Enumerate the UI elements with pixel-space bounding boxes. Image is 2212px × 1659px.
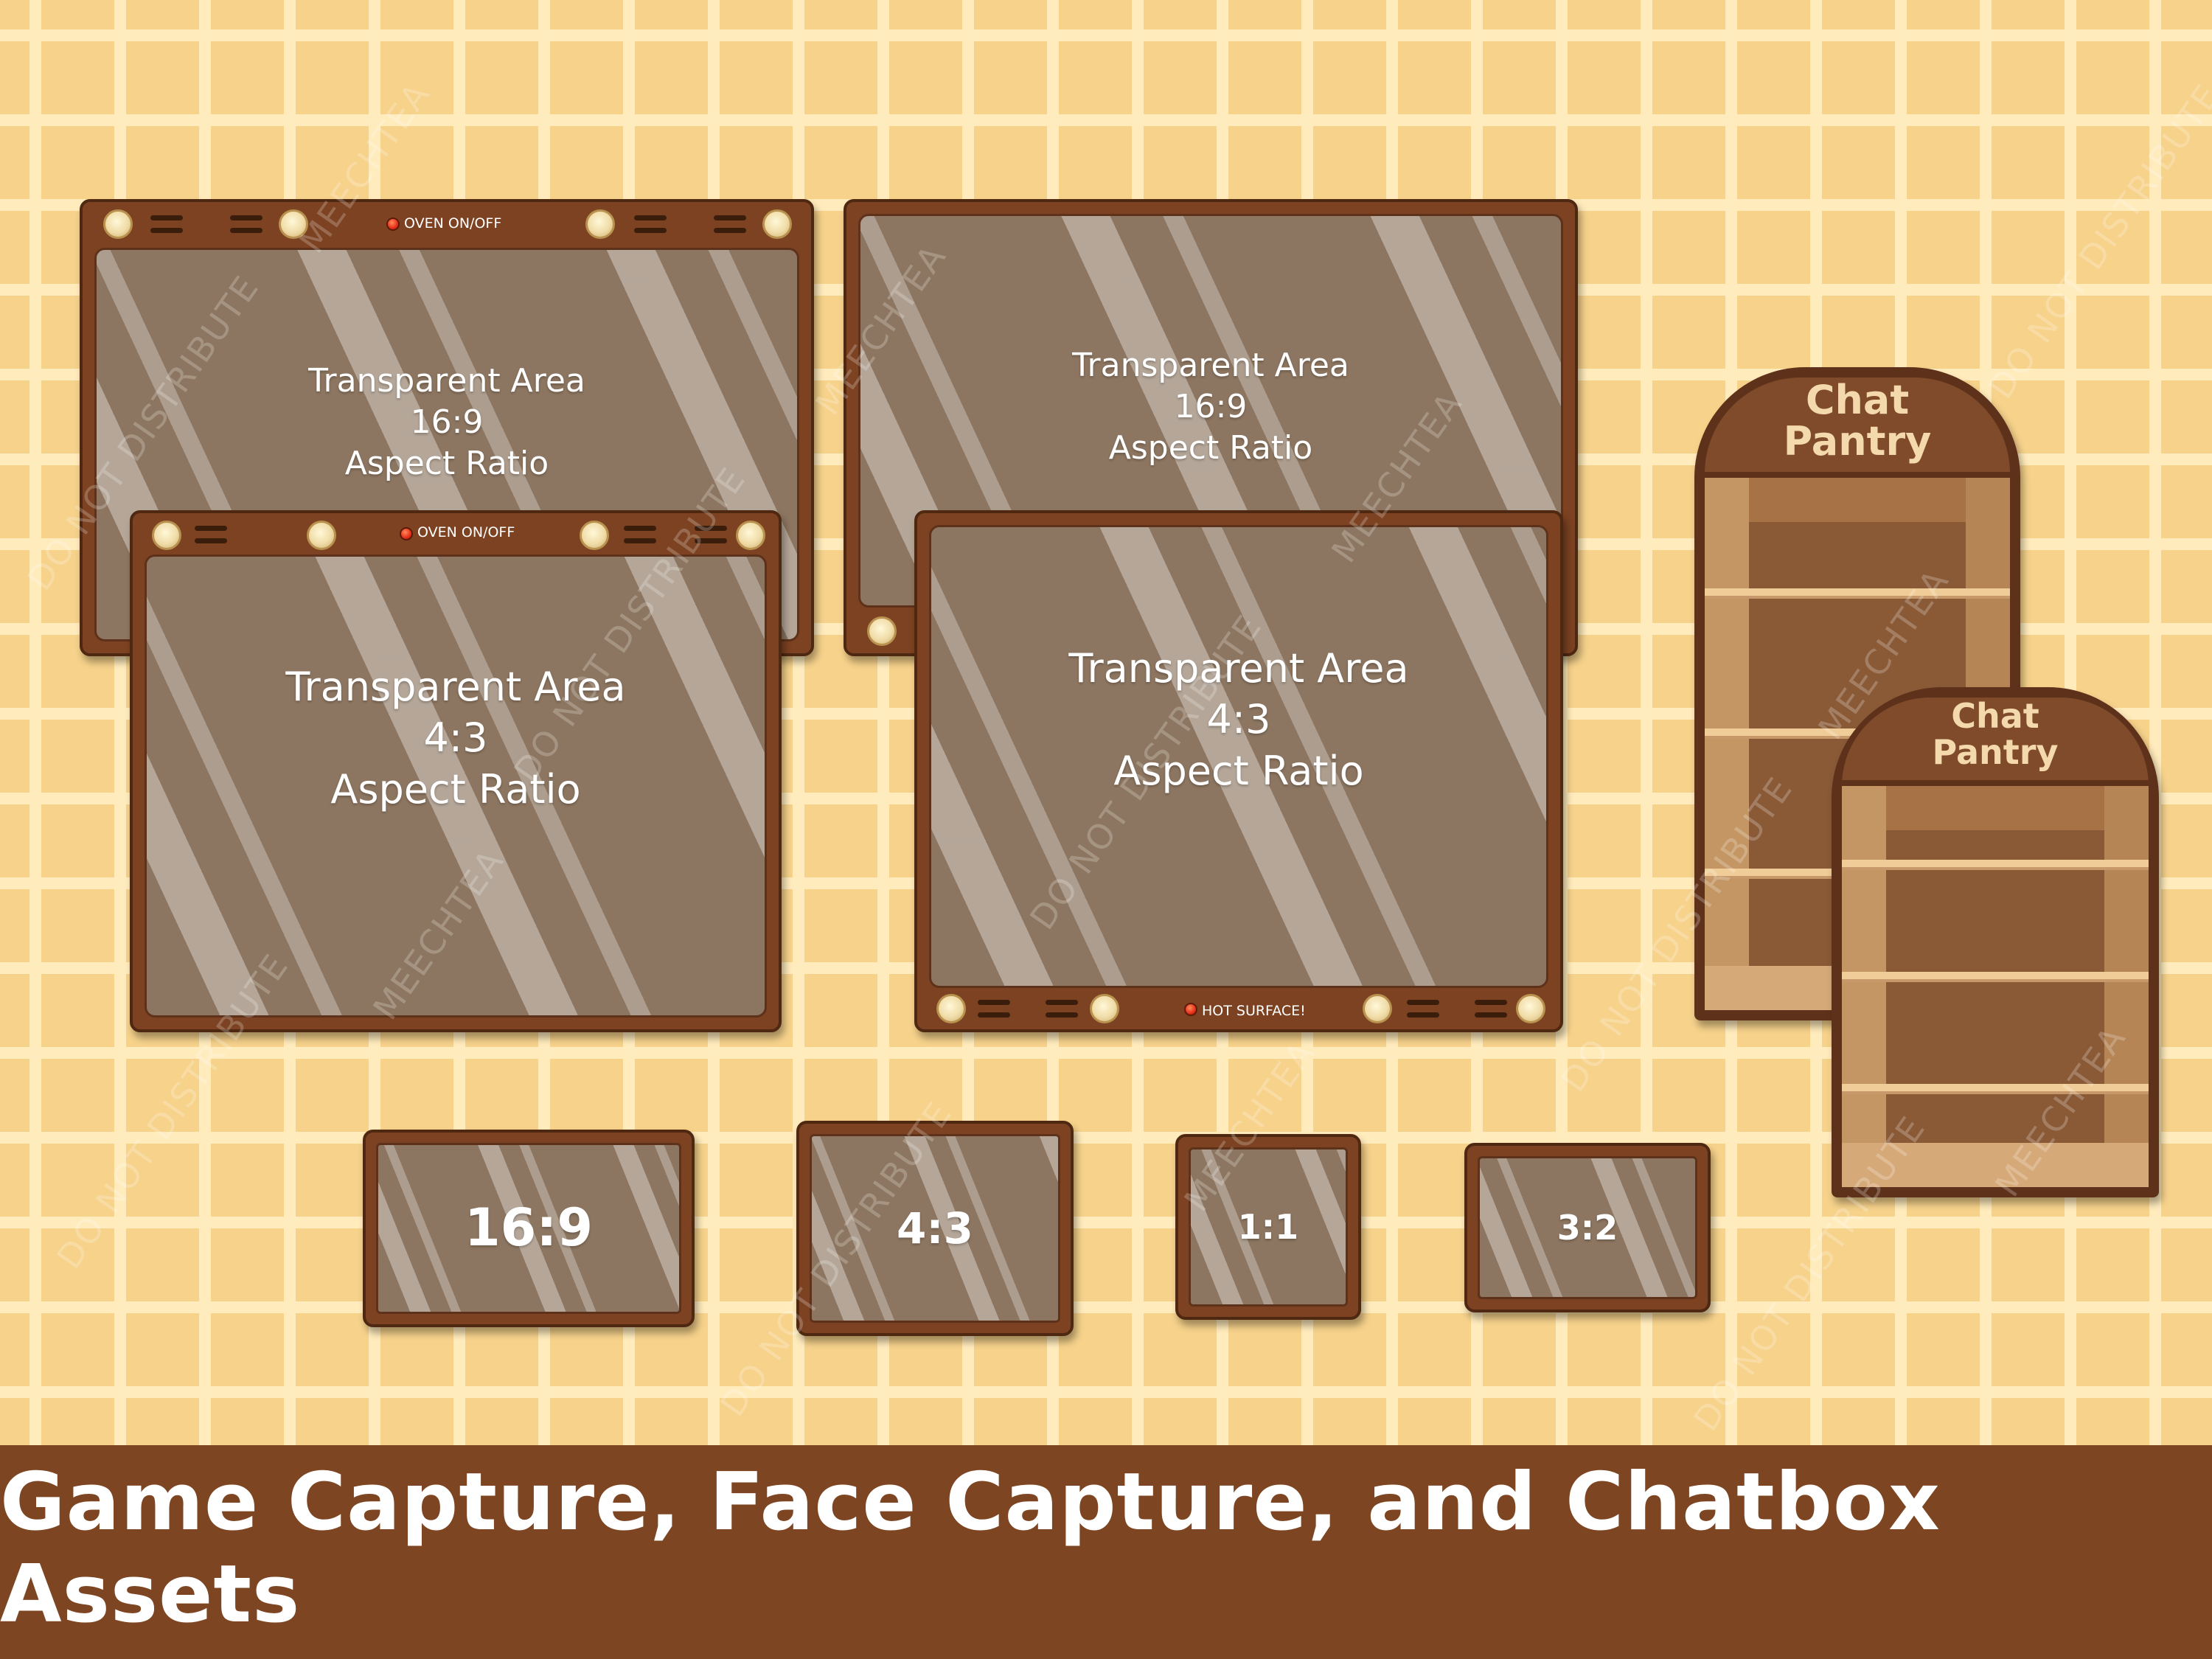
knob-icon	[736, 521, 765, 550]
knob-icon	[936, 994, 966, 1023]
aspect-label: Aspect Ratio	[1108, 429, 1313, 467]
vent-icon	[150, 215, 183, 233]
area-label: Transparent Area	[285, 664, 626, 711]
shelf	[1705, 588, 2010, 599]
area-label: Transparent Area	[1072, 346, 1349, 384]
vent-icon	[1475, 1000, 1507, 1018]
ratio-label: 1:1	[1237, 1206, 1299, 1247]
pantry-title-line1: Chat	[1805, 376, 1910, 423]
chat-pantry-small: Chat Pantry	[1832, 687, 2159, 1197]
vent-icon	[1407, 1000, 1439, 1018]
vent-icon	[978, 1000, 1010, 1018]
ratio-label: 16:9	[410, 403, 484, 441]
power-led-icon	[386, 218, 400, 231]
pantry-header: Chat Pantry	[1842, 698, 2149, 786]
shelf	[1842, 860, 2149, 870]
knob-icon	[279, 209, 308, 239]
knob-icon	[152, 521, 181, 550]
banner-title: Game Capture, Face Capture, and Chatbox …	[0, 1456, 1941, 1641]
shelf	[1842, 972, 2149, 982]
frame-4-3-middle: Transparent Area 4:3 Aspect Ratio HOT SU…	[914, 510, 1563, 1032]
vent-icon	[695, 526, 727, 543]
transparent-area: 3:2	[1478, 1156, 1697, 1299]
pantry-title-line2: Pantry	[1932, 731, 2059, 772]
small-frame-1-1: 1:1	[1175, 1134, 1361, 1320]
power-led-icon	[1184, 1003, 1197, 1016]
transparent-area: 4:3	[810, 1134, 1060, 1323]
vent-icon	[230, 215, 262, 233]
knob-icon	[1516, 994, 1545, 1023]
knob-icon	[867, 616, 897, 646]
ratio-label: 4:3	[1206, 696, 1271, 743]
ratio-label: 16:9	[464, 1197, 594, 1259]
pantry-shelves	[1842, 786, 2149, 1187]
transparent-area: Transparent Area 4:3 Aspect Ratio	[929, 525, 1548, 988]
ratio-label: 3:2	[1557, 1207, 1618, 1248]
ratio-label: 4:3	[423, 714, 488, 762]
aspect-label: Aspect Ratio	[1113, 747, 1364, 794]
area-label: Transparent Area	[308, 361, 585, 400]
small-frame-16-9: 16:9	[363, 1130, 695, 1327]
frame-16-9-top-left: OVEN ON/OFF Transparent Area 16:9 Aspect…	[80, 199, 814, 656]
vent-icon	[624, 526, 656, 543]
knob-icon	[1090, 994, 1119, 1023]
vent-icon	[714, 215, 746, 233]
ratio-label: 16:9	[1174, 387, 1248, 425]
transparent-area: Transparent Area 4:3 Aspect Ratio	[145, 554, 767, 1018]
aspect-label: Aspect Ratio	[330, 765, 581, 813]
vent-icon	[634, 215, 667, 233]
ratio-label: 4:3	[897, 1203, 973, 1253]
watermark: DO NOT DISTRIBUTE	[1980, 76, 2212, 406]
area-label: Transparent Area	[1068, 645, 1409, 692]
small-frame-4-3: 4:3	[796, 1121, 1074, 1336]
knob-icon	[103, 209, 133, 239]
strip-label: OVEN ON/OFF	[417, 524, 515, 540]
shelf	[1842, 1084, 2149, 1094]
aspect-label: Aspect Ratio	[344, 445, 549, 483]
strip-label: OVEN ON/OFF	[404, 215, 502, 232]
knob-icon	[307, 521, 336, 550]
pantry-title-line1: Chat	[1951, 696, 2039, 737]
knob-icon	[1363, 994, 1392, 1023]
transparent-area: 16:9	[376, 1143, 681, 1314]
knob-icon	[762, 209, 792, 239]
transparent-area: 1:1	[1189, 1147, 1348, 1307]
vent-icon	[1046, 1000, 1078, 1018]
pantry-title-line2: Pantry	[1783, 418, 1932, 465]
knob-icon	[585, 209, 615, 239]
knob-icon	[580, 521, 609, 550]
frame-4-3-left: OVEN ON/OFF Transparent Area 4:3 Aspect …	[130, 510, 782, 1032]
vent-icon	[195, 526, 227, 543]
title-banner: Game Capture, Face Capture, and Chatbox …	[0, 1445, 2212, 1659]
pantry-header: Chat Pantry	[1705, 378, 2010, 478]
strip-label: HOT SURFACE!	[1202, 1003, 1306, 1019]
small-frame-3-2: 3:2	[1464, 1143, 1711, 1312]
power-led-icon	[400, 527, 413, 540]
